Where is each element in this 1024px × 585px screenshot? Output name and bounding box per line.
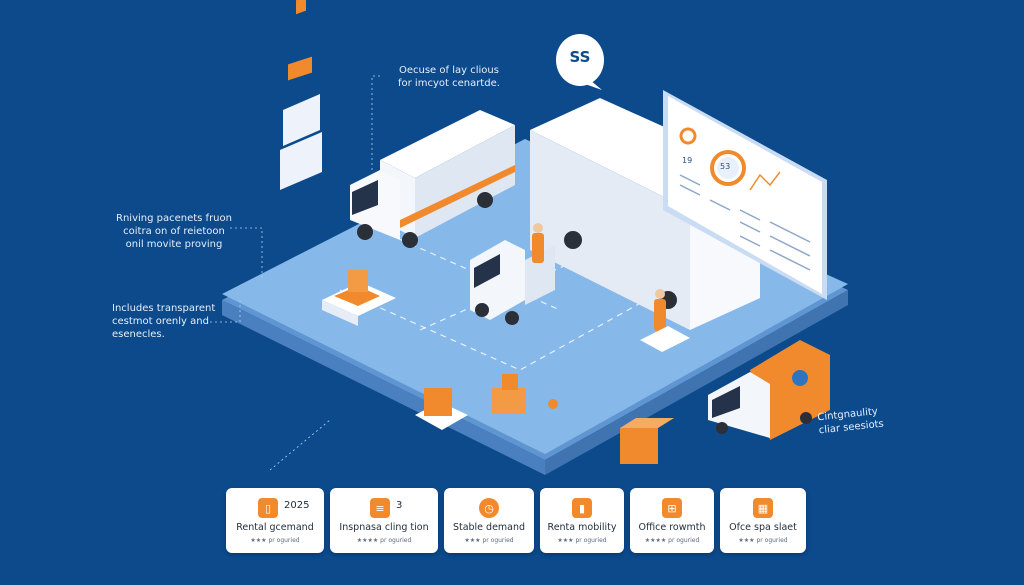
dashboard-value-center: 53	[720, 162, 731, 171]
document-icon: ≡	[370, 498, 390, 518]
card-label: Ofce spa slaet	[729, 522, 797, 533]
card-rating: ★★★ pr oguried	[738, 537, 788, 544]
building-icon: ▦	[753, 498, 773, 518]
feature-card[interactable]: ≡ 3 Inspnasa cling tion ★★★★ pr oguried	[330, 488, 438, 553]
feature-card[interactable]: ▯ 2025 Rental gcemand ★★★ pr oguried	[226, 488, 324, 553]
card-label: Inspnasa cling tion	[339, 522, 429, 533]
card-rating: ★★★ pr oguried	[250, 537, 300, 544]
card-rating: ★★★ pr oguried	[464, 537, 514, 544]
floating-icon-cards	[280, 0, 322, 190]
annotation-line: onil movite proving	[125, 239, 223, 250]
card-rating: ★★★ pr oguried	[557, 537, 607, 544]
annotation-left-lower: Includes transparent cestmot orenly and …	[112, 302, 215, 341]
speech-bubble	[556, 34, 604, 90]
dashboard-screen	[663, 90, 827, 300]
orange-packages	[322, 270, 674, 464]
worker-figures	[532, 223, 690, 352]
speech-bubble-text: SS	[569, 48, 591, 66]
card-number: 2025	[284, 500, 310, 511]
card-rating: ★★★★ pr oguried	[644, 537, 700, 544]
annotation-leader-lines	[210, 75, 821, 471]
annotation-line: Oecuse of lay clious	[398, 65, 499, 76]
dashboard-value-left: 19	[682, 156, 693, 165]
annotation-line: Rniving pacenets fruon	[116, 213, 232, 224]
bar-chart-icon: ▮	[572, 498, 592, 518]
card-label: Stable demand	[452, 522, 526, 533]
annotation-line: coitra on of reietoon	[123, 226, 225, 237]
feature-cards: ▯ 2025 Rental gcemand ★★★ pr oguried ≡ 3…	[226, 488, 806, 553]
annotation-left-upper: Rniving pacenets fruon coitra on of reie…	[116, 212, 232, 251]
annotation-line: Includes transparent	[112, 303, 216, 314]
card-label: Rental gcemand	[236, 522, 314, 533]
center-pickup-truck	[470, 240, 555, 325]
clock-icon: ◷	[479, 498, 499, 518]
feature-card[interactable]: ▮ Renta mobility ★★★ pr oguried	[540, 488, 624, 553]
card-number: 3	[396, 500, 403, 511]
annotation-line: esenecles.	[112, 329, 165, 340]
card-label: Renta mobility	[547, 522, 617, 533]
card-rating: ★★★★ pr oguried	[356, 537, 412, 544]
feature-card[interactable]: ◷ Stable demand ★★★ pr oguried	[444, 488, 534, 553]
orange-delivery-van	[708, 340, 830, 440]
feature-card[interactable]: ▦ Ofce spa slaet ★★★ pr oguried	[720, 488, 806, 553]
feature-card[interactable]: ⊞ Office rowmth ★★★★ pr oguried	[630, 488, 714, 553]
calculator-icon: ⊞	[662, 498, 682, 518]
annotation-line: cestmot orenly and	[112, 316, 209, 327]
annotation-top: Oecuse of lay clious for imcyot cenartde…	[398, 64, 500, 90]
card-label: Office rowmth	[638, 522, 706, 533]
annotation-line: for imcyot cenartde.	[398, 78, 500, 89]
phone-icon: ▯	[258, 498, 278, 518]
white-box-truck	[350, 110, 515, 248]
